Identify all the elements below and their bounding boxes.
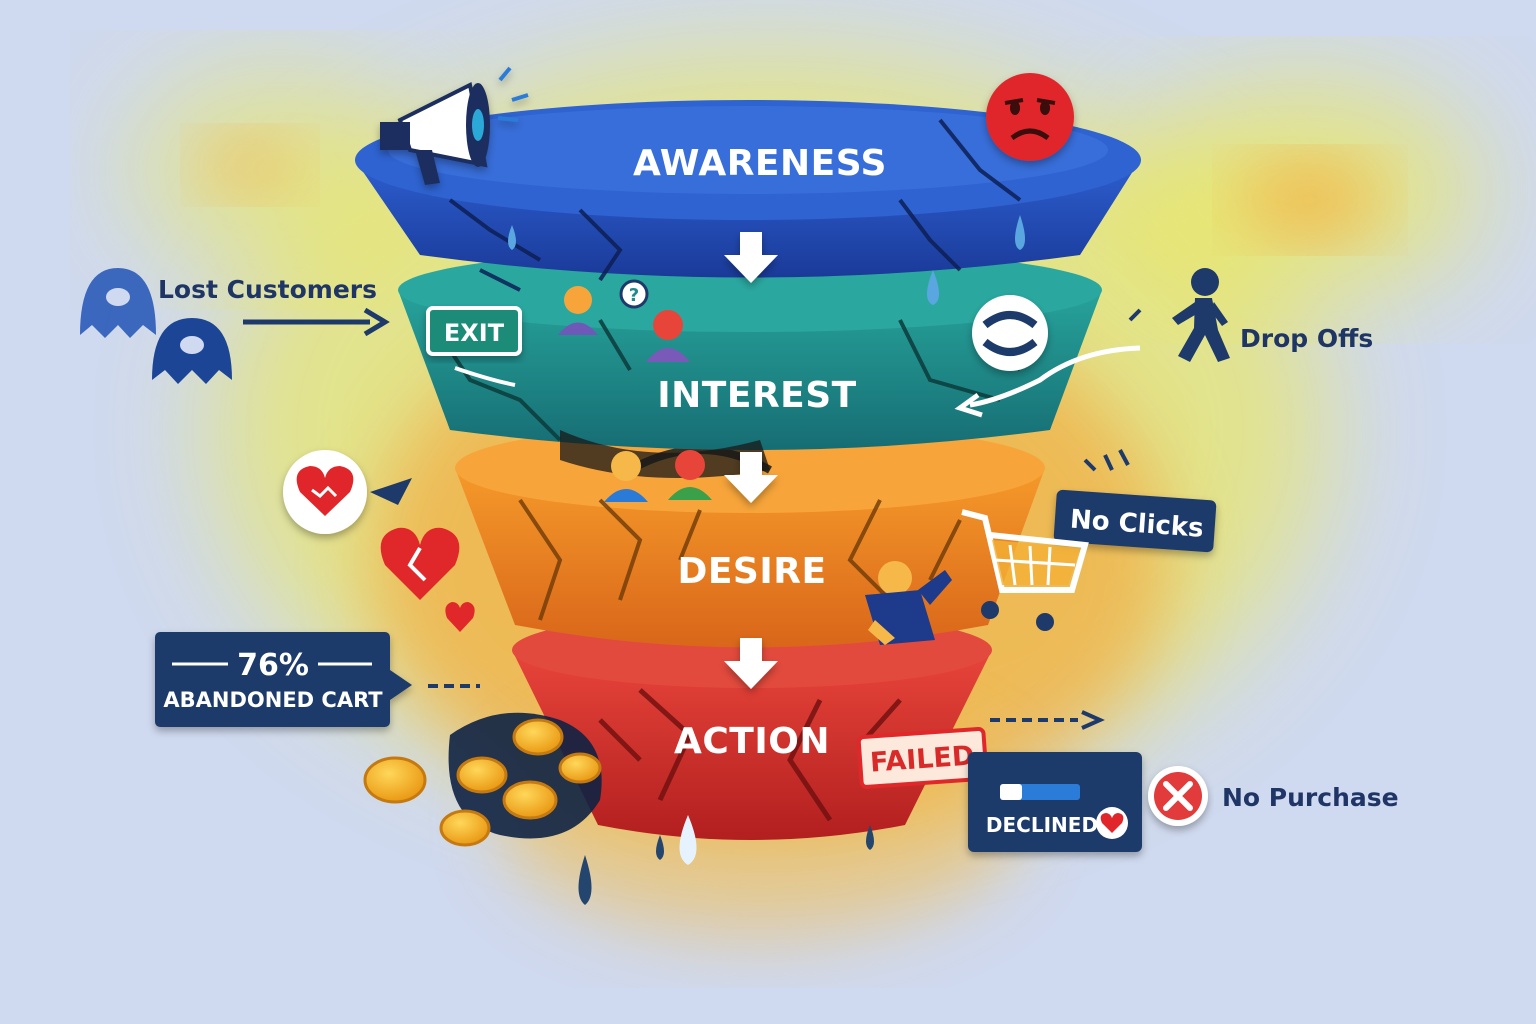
declined-label: DECLINED	[986, 813, 1098, 837]
heart-bubble-icon	[283, 450, 367, 534]
abandoned-cart-callout: 76% ABANDONED CART	[155, 632, 412, 727]
question-icon: ?	[621, 281, 647, 307]
lost-customers-label: Lost Customers	[158, 275, 377, 304]
swirl-badge-icon	[972, 295, 1048, 371]
abandoned-cart-label: ABANDONED CART	[163, 688, 383, 712]
stage-label-action: ACTION	[674, 721, 830, 762]
exit-sign: EXIT	[428, 308, 520, 354]
declined-card: DECLINED	[968, 752, 1142, 852]
exit-sign-label: EXIT	[444, 319, 505, 347]
coin-icon	[365, 713, 602, 845]
stage-label-desire: DESIRE	[677, 551, 826, 592]
no-purchase-label: No Purchase	[1222, 783, 1399, 812]
stage-label-awareness: AWARENESS	[633, 143, 887, 184]
drop-offs-label: Drop Offs	[1240, 324, 1373, 353]
abandoned-percent-value: 76%	[237, 648, 309, 683]
stage-label-interest: INTEREST	[657, 375, 856, 416]
sad-face-icon	[986, 73, 1074, 161]
svg-text:?: ?	[629, 285, 639, 306]
failed-stamp: FAILED	[858, 729, 986, 788]
x-mark-icon	[1148, 766, 1208, 826]
